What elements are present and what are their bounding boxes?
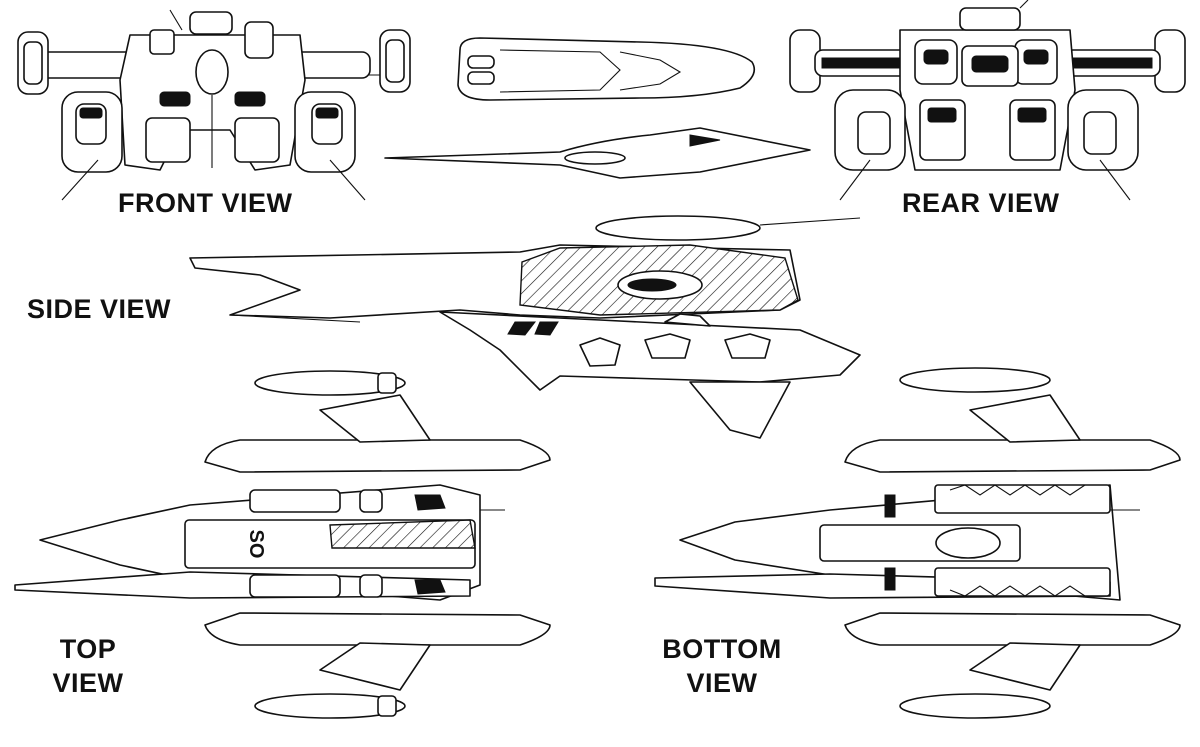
side-view-drawing — [190, 216, 860, 438]
hull-code-marking: SO — [245, 530, 267, 559]
rear-view-label: REAR VIEW — [902, 188, 1060, 218]
wing-top-drawing — [458, 38, 754, 100]
top-view-drawing: SO — [15, 371, 550, 718]
front-view-drawing — [18, 10, 410, 200]
top-view-label-line2: VIEW — [52, 668, 124, 698]
side-view-label: SIDE VIEW — [27, 294, 172, 324]
bottom-view-drawing — [655, 368, 1180, 718]
front-view-label: FRONT VIEW — [118, 188, 293, 218]
bottom-view-label: BOTTOM VIEW — [654, 632, 790, 700]
bottom-view-label-line1: BOTTOM — [662, 634, 782, 664]
bottom-view-label-line2: VIEW — [686, 668, 758, 698]
wing-side-drawing — [385, 128, 810, 178]
top-view-label: TOP VIEW — [38, 632, 138, 700]
rear-view-drawing — [790, 0, 1185, 200]
top-view-label-line1: TOP — [59, 634, 117, 664]
